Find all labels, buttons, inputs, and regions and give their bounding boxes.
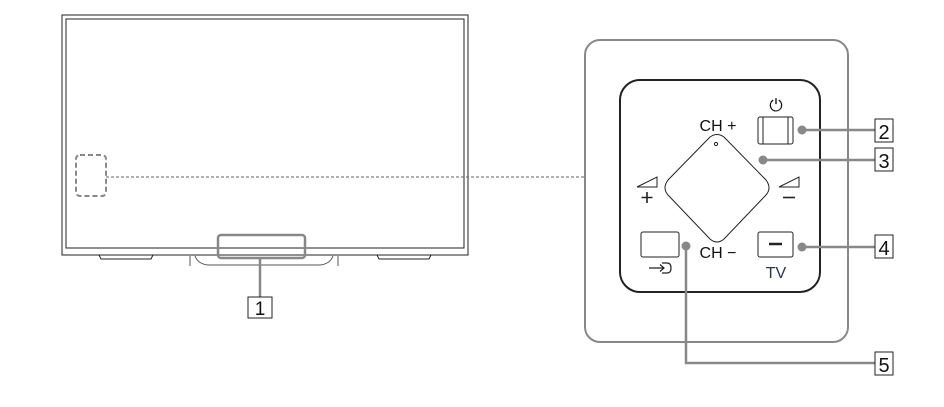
callout-box-2 [874, 118, 894, 143]
control-panel [619, 79, 821, 293]
callout-box-1 [247, 296, 273, 319]
volume-down-icon [778, 176, 800, 199]
tv-foot-right [376, 254, 432, 260]
tv-set [61, 14, 585, 266]
callout-box-5 [874, 351, 894, 376]
callout-4: 4 [878, 238, 889, 260]
power-icon: ⏻ [769, 96, 783, 115]
channel-volume-rocker[interactable] [664, 134, 770, 243]
ch-plus-label: CH + [700, 118, 737, 135]
callout-5: 5 [878, 355, 889, 377]
power-button[interactable] [757, 116, 794, 145]
panel-zoom-frame [584, 39, 849, 343]
callout-2: 2 [878, 122, 889, 144]
tv-stand [189, 255, 339, 266]
sensor-area-dashed [75, 154, 107, 197]
callout-3: 3 [878, 151, 889, 173]
input-icon [649, 262, 672, 274]
tv-frame [61, 14, 469, 256]
callout-box-4 [874, 234, 894, 259]
volume-up-icon [636, 176, 658, 203]
rocker-dot [713, 141, 719, 147]
callout-box-3 [874, 147, 894, 172]
tv-foot-left [98, 254, 154, 260]
ch-minus-label: CH − [700, 245, 737, 262]
callout-dots [681, 125, 807, 252]
callout-1: 1 [255, 299, 266, 320]
callout-lines [684, 128, 875, 365]
tv-label: TV [766, 265, 787, 282]
control-area-highlight [216, 233, 307, 260]
tv-screen [65, 18, 465, 249]
input-button[interactable] [640, 231, 680, 258]
